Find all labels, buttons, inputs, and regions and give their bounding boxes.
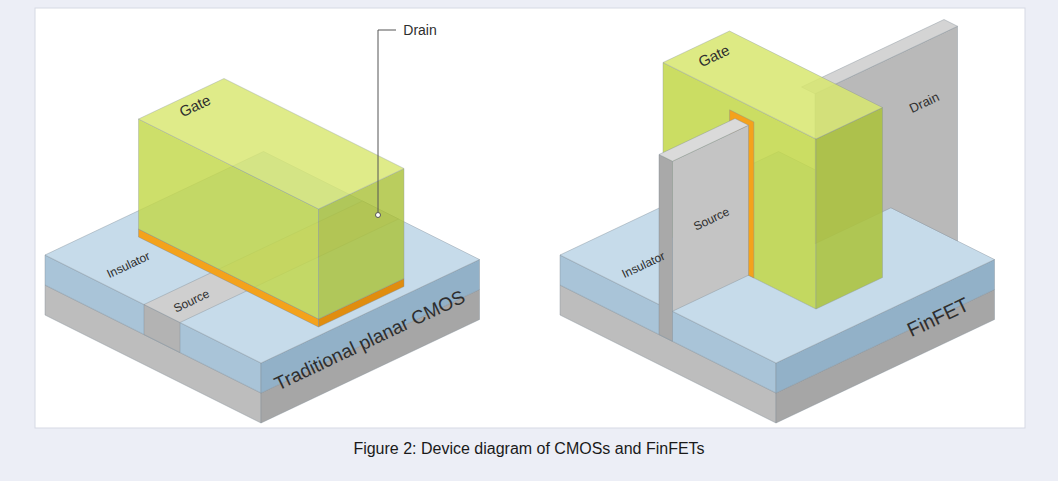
- source-label-holder: Source: [689, 202, 731, 235]
- gate-label: Gate: [176, 91, 212, 120]
- planar-device: [45, 30, 480, 423]
- gate-label-holder: Gate: [176, 90, 213, 120]
- drain-label-holder: Drain: [906, 87, 942, 117]
- insulator-label: Insulator: [620, 250, 667, 282]
- figure-caption: Figure 2: Device diagram of CMOSs and Fi…: [353, 440, 704, 458]
- source-label: Source: [171, 287, 211, 315]
- drain-label-holder: Drain: [403, 21, 436, 39]
- device-name-holder: Traditional planar CMOS: [271, 287, 468, 395]
- device-name: Traditional planar CMOS: [271, 287, 468, 395]
- finfet-device: [560, 20, 995, 424]
- figure-panel: [35, 8, 1025, 428]
- insulator-label: Insulator: [105, 250, 152, 282]
- insulator-label-holder: Insulator: [618, 246, 667, 282]
- caption-holder: Figure 2: Device diagram of CMOSs and Fi…: [0, 440, 1058, 458]
- drain-label: Drain: [908, 90, 942, 116]
- gate-label: Gate: [696, 42, 732, 71]
- source-label: Source: [691, 206, 731, 234]
- gate-label-holder: Gate: [696, 41, 733, 71]
- device-name: FinFET: [903, 293, 972, 341]
- insulator-label-holder: Insulator: [103, 246, 152, 282]
- device-name-holder: FinFET: [903, 293, 972, 341]
- source-label-holder: Source: [169, 284, 211, 317]
- drain-label: Drain: [403, 23, 436, 38]
